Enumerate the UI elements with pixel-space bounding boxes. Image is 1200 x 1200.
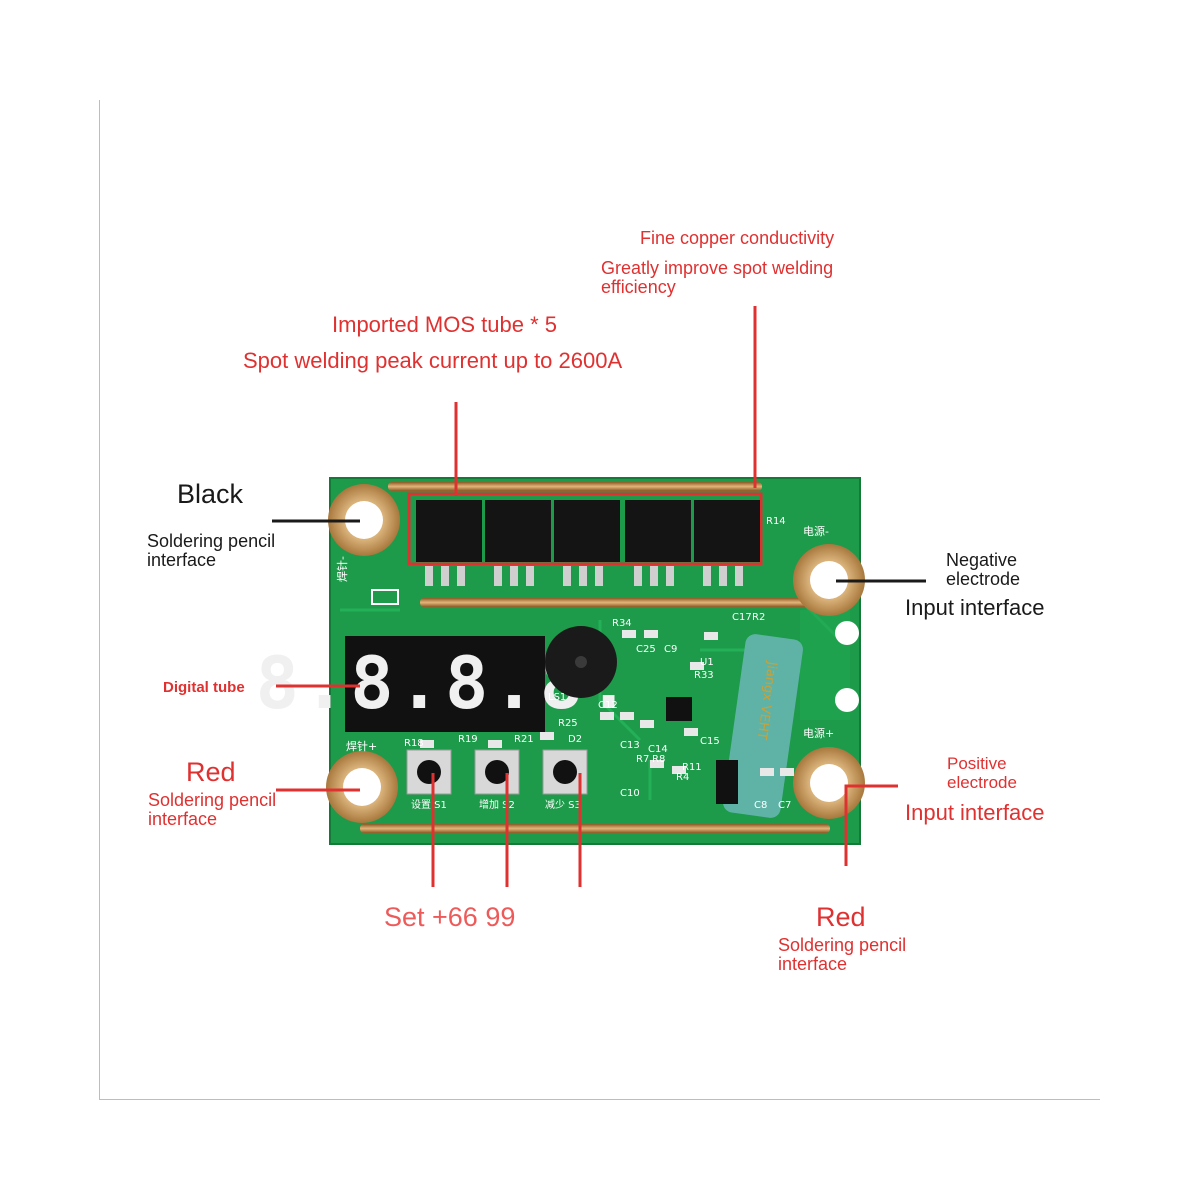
diode xyxy=(716,760,738,804)
component-designators: R34 C25 C9 R33 U1 C12 R25 C13 C14 C15 R1… xyxy=(404,516,791,811)
svg-text:C12: C12 xyxy=(598,700,618,711)
red-bottom-sub-line2: interface xyxy=(778,954,848,974)
mos-tube xyxy=(694,500,760,562)
svg-text:R14: R14 xyxy=(766,516,786,527)
svg-text:减少 S3: 减少 S3 xyxy=(545,799,581,811)
smd-components xyxy=(420,630,794,776)
buttons-label: Set +66 99 xyxy=(384,902,516,932)
svg-text:R25: R25 xyxy=(558,718,578,729)
copper-sub-line2: efficiency xyxy=(601,277,676,297)
button-increase[interactable] xyxy=(474,749,520,795)
black-pad-sub-line1: Soldering pencil xyxy=(147,531,276,551)
positive-line1: Positive xyxy=(947,754,1007,773)
svg-text:C8: C8 xyxy=(754,800,767,811)
svg-text:C13: C13 xyxy=(620,740,640,751)
input-pad-positive xyxy=(793,747,865,819)
digital-tube-label: Digital tube xyxy=(163,679,245,696)
red-left-title: Red xyxy=(186,757,236,787)
svg-text:C10: C10 xyxy=(620,788,640,799)
svg-text:R8: R8 xyxy=(652,754,665,765)
svg-text:设置 S1: 设置 S1 xyxy=(411,799,447,811)
copper-bar-top xyxy=(388,482,762,491)
svg-text:R2: R2 xyxy=(752,612,765,623)
frame-border-left xyxy=(99,100,100,1100)
input-pad-negative xyxy=(793,544,865,616)
red-bottom-sub-line1: Soldering pencil xyxy=(778,935,907,955)
svg-text:U1: U1 xyxy=(700,657,714,668)
svg-text:C15: C15 xyxy=(700,736,720,747)
copper-title: Fine copper conductivity xyxy=(640,228,835,248)
svg-text:C9: C9 xyxy=(664,644,677,655)
svg-text:R18: R18 xyxy=(404,738,424,749)
svg-text:焊针+: 焊针+ xyxy=(346,739,377,753)
mos-title: Imported MOS tube * 5 xyxy=(332,312,557,337)
button-set[interactable] xyxy=(406,749,452,795)
copper-bar-middle xyxy=(420,598,810,607)
leader-positive xyxy=(844,784,898,866)
black-pad-sub-line2: interface xyxy=(147,550,217,570)
red-left-sub-line1: Soldering pencil xyxy=(148,790,277,810)
svg-text:R4: R4 xyxy=(676,772,689,783)
mos-tube xyxy=(485,500,551,562)
digital-tube-display xyxy=(345,636,545,732)
copper-sub-line1: Greatly improve spot welding xyxy=(601,258,834,278)
mos-tube xyxy=(625,500,691,562)
negative-line2: electrode xyxy=(946,569,1021,589)
svg-text:电源-: 电源- xyxy=(803,524,829,538)
mounting-hole xyxy=(835,621,859,645)
mos-highlight-box xyxy=(407,492,763,566)
svg-text:增加 S2: 增加 S2 xyxy=(479,798,515,811)
svg-text:电源+: 电源+ xyxy=(803,726,834,740)
svg-text:R33: R33 xyxy=(694,670,714,681)
mos-pins xyxy=(425,566,743,586)
positive-line2: electrode xyxy=(947,773,1017,792)
solder-pad-black xyxy=(328,484,400,556)
microcontroller-chip xyxy=(666,697,692,721)
svg-text:焊针-: 焊针- xyxy=(335,556,349,582)
svg-text:R7: R7 xyxy=(636,754,649,765)
negative-title: Input interface xyxy=(905,595,1045,620)
mos-tube xyxy=(416,500,482,562)
black-pad-title: Black xyxy=(177,479,244,509)
svg-text:C7: C7 xyxy=(778,800,791,811)
mos-subtitle: Spot welding peak current up to 2600A xyxy=(243,348,623,373)
mounting-hole xyxy=(835,688,859,712)
copper-bar-bottom xyxy=(360,824,830,833)
red-left-sub-line2: interface xyxy=(148,809,218,829)
svg-text:D2: D2 xyxy=(568,734,582,745)
frame-border-bottom xyxy=(99,1099,1100,1100)
positive-title: Input interface xyxy=(905,800,1045,825)
svg-text:R19: R19 xyxy=(458,734,478,745)
mos-tube xyxy=(554,500,620,562)
svg-text:R11: R11 xyxy=(682,762,702,773)
mos-tube-group xyxy=(407,492,763,586)
svg-text:C14: C14 xyxy=(648,744,668,755)
red-bottom-title: Red xyxy=(816,902,866,932)
smd-led xyxy=(371,589,399,605)
svg-text:LS1: LS1 xyxy=(548,692,566,703)
negative-line1: Negative xyxy=(946,550,1018,570)
svg-text:R34: R34 xyxy=(612,618,632,629)
pcb-trace xyxy=(340,598,842,800)
svg-text:C17: C17 xyxy=(732,612,752,623)
solder-pad-red-left xyxy=(326,751,398,823)
svg-text:R21: R21 xyxy=(514,734,534,745)
svg-text:C25: C25 xyxy=(636,644,656,655)
